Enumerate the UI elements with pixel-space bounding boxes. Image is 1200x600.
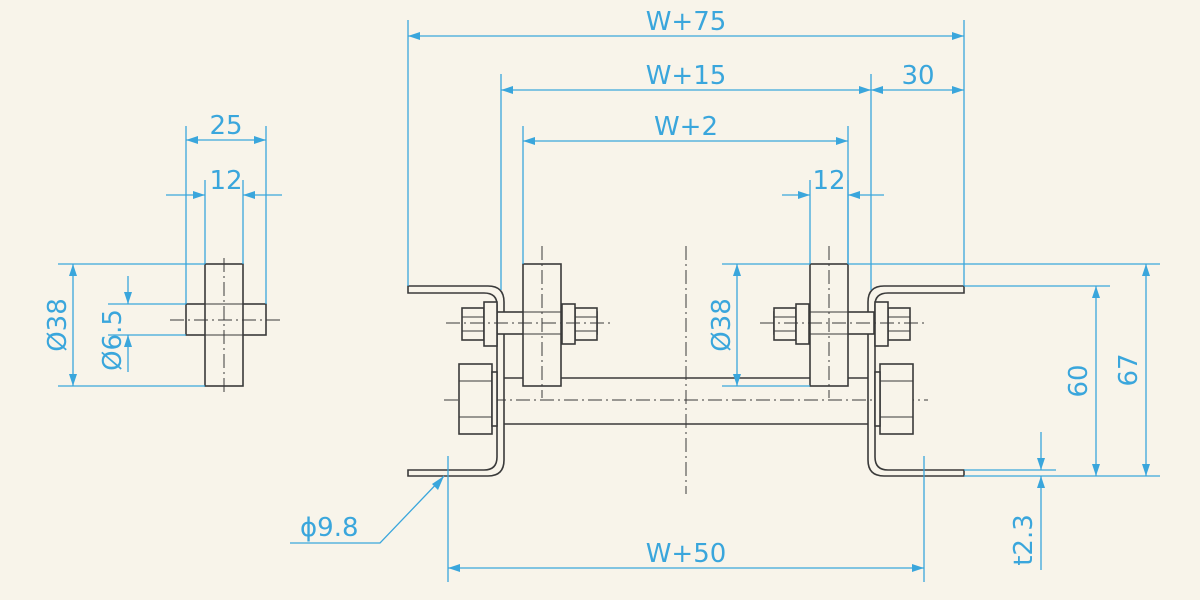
- left-upper-nut: [461, 307, 485, 341]
- dim-dia-38-label: Ø38: [707, 298, 737, 352]
- side-width-25-label: 25: [209, 111, 242, 141]
- dim-w2-label: W+2: [654, 112, 718, 142]
- dim-w15-label: W+15: [646, 61, 727, 91]
- left-inner-nut: [574, 307, 598, 341]
- hole-dia-label: ϕ9.8: [300, 513, 359, 543]
- side-dia-38-label: Ø38: [43, 298, 73, 352]
- dim-w50-label: W+50: [646, 539, 727, 569]
- dim-t2-3-label: t2.3: [1009, 514, 1039, 566]
- dim-30-label: 30: [901, 61, 934, 91]
- side-view: 25 12 Ø38 Ø6.5: [43, 111, 282, 392]
- side-width-12-label: 12: [209, 166, 242, 196]
- front-view: W+75 W+15 30 W+2 12 Ø38: [290, 7, 1160, 582]
- dim-12-label: 12: [812, 166, 845, 196]
- side-dia-6-5-label: Ø6.5: [98, 309, 128, 371]
- right-upper-nut: [887, 307, 911, 341]
- right-inner-nut: [773, 307, 797, 341]
- left-shaft-bolt-head: [458, 363, 493, 435]
- left-bracket: [407, 285, 505, 477]
- dim-w75-label: W+75: [646, 7, 727, 37]
- right-shaft-bolt-head: [879, 363, 914, 435]
- dim-67-label: 67: [1114, 353, 1144, 386]
- dim-60-label: 60: [1064, 364, 1094, 397]
